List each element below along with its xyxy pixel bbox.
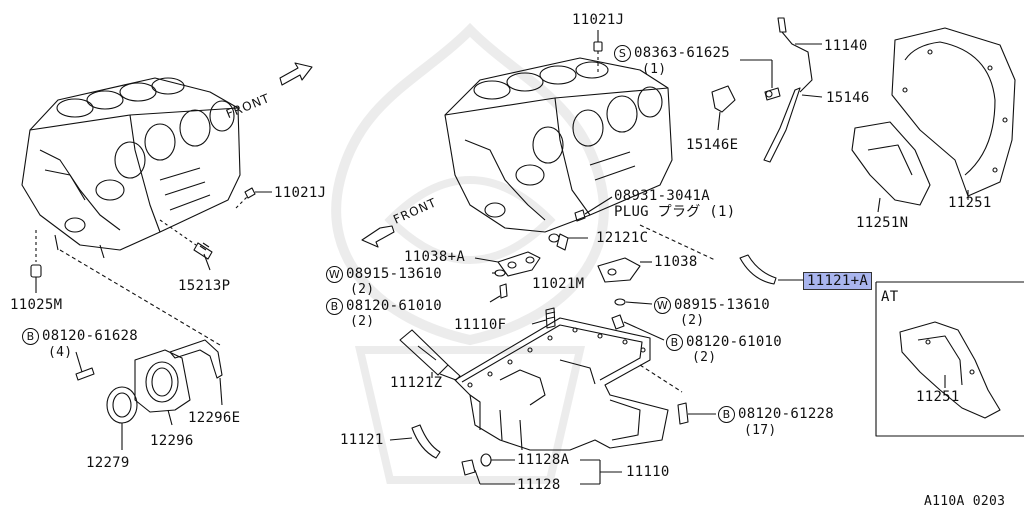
- engine-block-center: [444, 57, 673, 233]
- washer-mark-w: W: [326, 266, 343, 283]
- dipstick-tube: [763, 87, 823, 163]
- part-12296e[interactable]: 12296E: [188, 410, 241, 426]
- footer-code: A110A 0203: [924, 494, 1006, 509]
- part-11038[interactable]: 11038: [654, 254, 698, 270]
- part-11025m[interactable]: 11025M: [10, 297, 63, 313]
- at-variant-label: AT: [881, 289, 899, 305]
- plug-label: PLUG プラグ (1): [614, 204, 736, 220]
- qty-08363-61625: (1): [642, 62, 667, 77]
- at-variant-box: [875, 281, 1024, 437]
- part-12279[interactable]: 12279: [86, 455, 130, 471]
- part-11121z[interactable]: 11121Z: [390, 375, 443, 391]
- rear-plate-small: [851, 121, 931, 213]
- bolt-mark-b: B: [326, 298, 343, 315]
- part-12296[interactable]: 12296: [150, 433, 194, 449]
- part-11128a[interactable]: 11128A: [517, 452, 570, 468]
- washer-mark-w: W: [654, 297, 671, 314]
- engine-block-left: [21, 77, 241, 259]
- part-11110[interactable]: 11110: [626, 464, 670, 480]
- qty-08120-61010-left: (2): [350, 314, 375, 329]
- part-15213p[interactable]: 15213P: [178, 278, 231, 294]
- bolt-mark-b: B: [22, 328, 39, 345]
- part-11251-at[interactable]: 11251: [916, 389, 960, 405]
- at-rear-plate: [899, 321, 1001, 419]
- part-11021j-left[interactable]: 11021J: [274, 185, 327, 201]
- part-11038a[interactable]: 11038+A: [404, 249, 466, 265]
- part-11021j-top[interactable]: 11021J: [572, 12, 625, 28]
- part-11251n[interactable]: 11251N: [856, 215, 909, 231]
- qty-08915-13610-left: (2): [350, 282, 375, 297]
- part-15146[interactable]: 15146: [826, 90, 870, 106]
- rear-plate: [891, 27, 1016, 200]
- qty-08120-61010-right: (2): [692, 350, 717, 365]
- bolt-mark-b: B: [718, 406, 735, 423]
- part-11021m[interactable]: 11021M: [532, 276, 585, 292]
- bolt-mark-b: B: [666, 334, 683, 351]
- front-arrow-upper: [279, 62, 313, 86]
- front-arrow-center: [361, 225, 395, 248]
- rear-seal-retainer: [134, 349, 191, 426]
- part-11140[interactable]: 11140: [824, 38, 868, 54]
- qty-08915-13610-right: (2): [680, 313, 705, 328]
- part-15146e[interactable]: 15146E: [686, 137, 739, 153]
- part-12121c[interactable]: 12121C: [596, 230, 649, 246]
- part-11121[interactable]: 11121: [340, 432, 384, 448]
- qty-08120-61628: (4): [48, 345, 73, 360]
- qty-08120-61228: (17): [744, 423, 777, 438]
- part-11110f[interactable]: 11110F: [454, 317, 507, 333]
- part-08931-3041a[interactable]: 08931-3041A: [614, 188, 711, 204]
- part-11251[interactable]: 11251: [948, 195, 992, 211]
- part-11128[interactable]: 11128: [517, 477, 561, 493]
- part-11121a-highlighted[interactable]: 11121+A: [803, 272, 873, 290]
- oil-pan: [454, 317, 669, 451]
- sealant-tube: [399, 329, 461, 381]
- bolt-mark-s: S: [614, 45, 631, 62]
- dipstick: [777, 17, 822, 93]
